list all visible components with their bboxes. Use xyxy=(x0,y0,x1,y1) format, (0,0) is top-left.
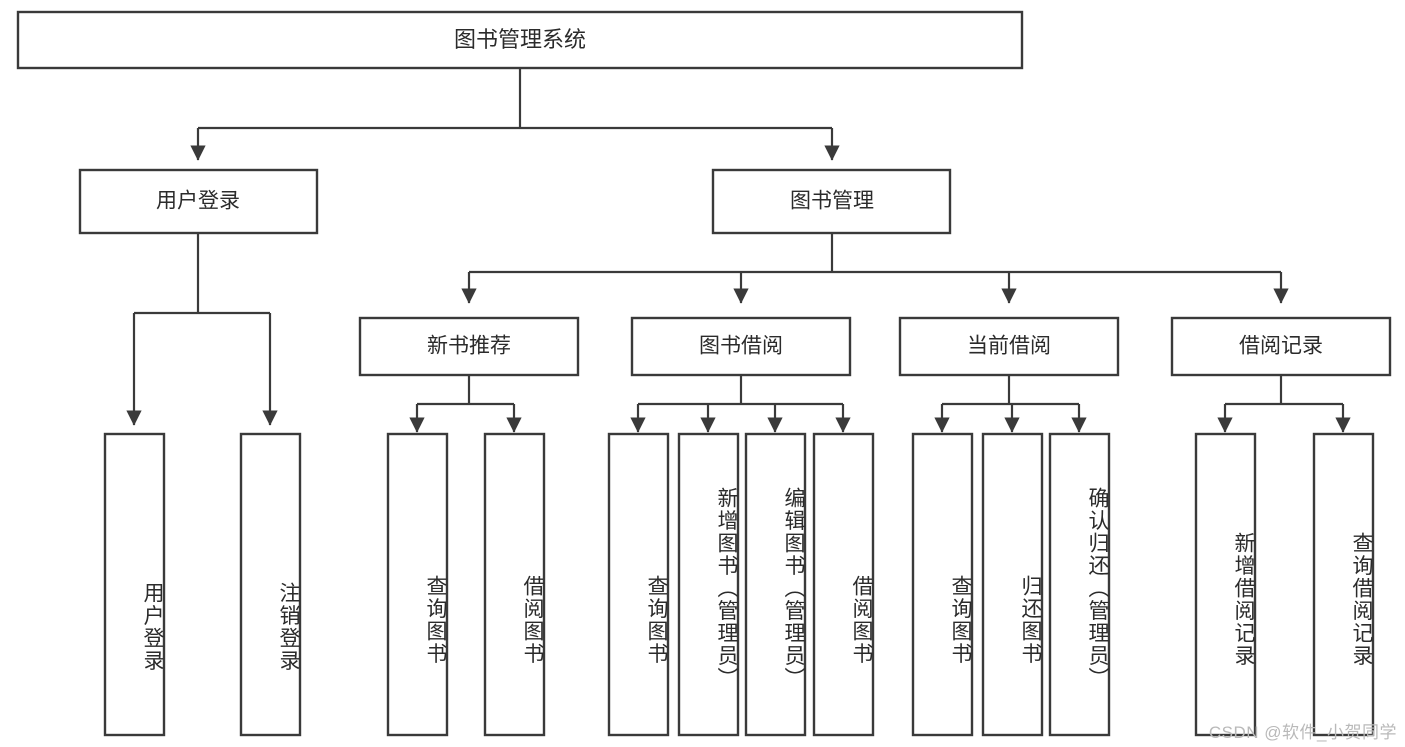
node-user-login-label: 用户登录 xyxy=(156,190,240,213)
node-leaf-edit-book-box[interactable] xyxy=(744,432,807,737)
node-book-borrow-label: 图书借阅 xyxy=(699,335,783,358)
node-current-borrow-box[interactable] xyxy=(898,316,1120,377)
node-root-box[interactable] xyxy=(16,10,1024,70)
node-root[interactable]: 图书管理系统 xyxy=(16,10,1024,70)
node-leaf-add-record-box[interactable] xyxy=(1194,432,1257,737)
node-new-book-recommend-label: 新书推荐 xyxy=(427,335,511,358)
connector-current-borrow-to-leaves xyxy=(934,375,1087,433)
node-borrow-record-box[interactable] xyxy=(1170,316,1392,377)
node-book-manage[interactable]: 图书管理 xyxy=(711,168,952,235)
node-new-book-recommend[interactable]: 新书推荐 xyxy=(358,316,580,377)
node-book-borrow[interactable]: 图书借阅 xyxy=(630,316,852,377)
node-current-borrow-label: 当前借阅 xyxy=(967,335,1051,358)
node-borrow-record[interactable]: 借阅记录 xyxy=(1170,316,1392,377)
connector-borrow-record-to-leaves xyxy=(1217,375,1351,433)
node-leaf-borrow-book-1-box[interactable] xyxy=(483,432,546,737)
node-leaf-confirm-return-box[interactable] xyxy=(1048,432,1111,737)
node-user-login[interactable]: 用户登录 xyxy=(78,168,319,235)
connector-book-borrow-to-leaves xyxy=(630,375,851,433)
node-root-label: 图书管理系统 xyxy=(454,27,586,52)
node-borrow-record-label: 借阅记录 xyxy=(1239,335,1323,358)
node-leaf-query-book-2-box[interactable] xyxy=(607,432,670,737)
node-leaf-logout-login-box[interactable] xyxy=(239,432,302,737)
node-leaf-query-book-3-box[interactable] xyxy=(911,432,974,737)
connector-book-manage-to-level3 xyxy=(461,233,1289,304)
node-leaf-borrow-book-2-box[interactable] xyxy=(812,432,875,737)
connector-user-login-to-leaves xyxy=(126,233,278,426)
node-leaf-user-login-box[interactable] xyxy=(103,432,166,737)
node-leaf-query-record-box[interactable] xyxy=(1312,432,1375,737)
node-current-borrow[interactable]: 当前借阅 xyxy=(898,316,1120,377)
node-book-borrow-box[interactable] xyxy=(630,316,852,377)
node-new-book-recommend-box[interactable] xyxy=(358,316,580,377)
node-leaf-return-book-box[interactable] xyxy=(981,432,1044,737)
node-user-login-box[interactable] xyxy=(78,168,319,235)
connector-root-to-level2 xyxy=(190,68,840,161)
connector-new-book-recommend-to-leaves xyxy=(409,375,522,433)
node-book-manage-label: 图书管理 xyxy=(790,190,874,213)
csdn-watermark: CSDN @软件_小贺同学 xyxy=(1208,723,1397,742)
node-book-manage-box[interactable] xyxy=(711,168,952,235)
node-leaf-add-book-box[interactable] xyxy=(677,432,740,737)
node-leaf-query-book-1-box[interactable] xyxy=(386,432,449,737)
